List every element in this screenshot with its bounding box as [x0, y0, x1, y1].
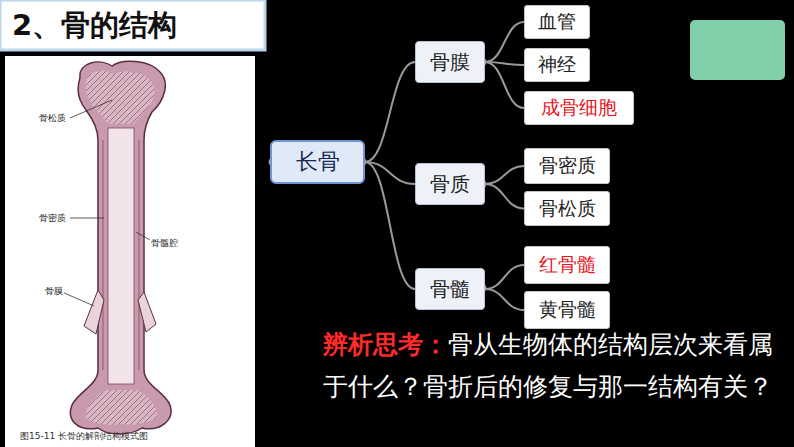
collapse-icon-marks: [271, 62, 484, 288]
leaf-node: 神经: [524, 48, 590, 82]
node-text: 成骨细胞: [541, 95, 617, 121]
root-node: 长骨: [270, 140, 365, 184]
branch-node: 骨髓: [415, 268, 485, 310]
node-text: 骨质: [430, 171, 470, 198]
leaf-node: 骨松质: [524, 191, 610, 226]
leader-lines: [62, 100, 150, 306]
mindmap-branch: [485, 184, 524, 209]
mindmap-branch: [485, 62, 524, 108]
mindmap-branch: [485, 289, 524, 310]
figure-caption: 图15-11 长骨的解剖结构模式图: [20, 430, 148, 443]
node-text: 黄骨髓: [539, 297, 596, 323]
part-label: 骨膜: [44, 285, 64, 298]
node-text: 神经: [538, 52, 576, 78]
illustration-bg: [5, 56, 255, 447]
collapse-icons: [269, 57, 486, 293]
title-bar: [0, 0, 265, 50]
mindmap-branch: [485, 265, 524, 289]
branch-node: 骨膜: [415, 41, 485, 83]
part-label: 骨髓腔: [150, 237, 179, 250]
prompt-heading: 辨析思考：: [323, 330, 448, 359]
part-label: 骨密质: [38, 212, 67, 225]
leaf-node: 红骨髓: [524, 246, 610, 284]
slide-title: 2、骨的结构: [12, 6, 177, 44]
branch-node: 骨质: [415, 163, 485, 205]
leaf-node: 成骨细胞: [524, 91, 634, 125]
leaf-node: 血管: [524, 5, 590, 39]
mindmap-branch: [365, 162, 415, 289]
leaf-node: 黄骨髓: [524, 291, 610, 329]
node-text: 骨密质: [539, 153, 596, 179]
leaf-node: 骨密质: [524, 148, 610, 184]
teal-panel: [690, 20, 785, 80]
node-text: 骨髓: [430, 276, 470, 303]
node-text: 红骨髓: [539, 252, 596, 278]
part-label: 骨松质: [38, 112, 67, 125]
mindmap-branch: [365, 62, 415, 162]
question-block: 辨析思考：骨从生物体的结构层次来看属于什么？骨折后的修复与那一结构有关？: [323, 324, 791, 408]
node-text: 骨膜: [430, 49, 470, 76]
mindmap-branch: [485, 166, 524, 184]
mindmap-branch: [485, 22, 524, 62]
node-text: 血管: [538, 9, 576, 35]
node-text: 骨松质: [539, 196, 596, 222]
node-text: 长骨: [296, 147, 340, 177]
